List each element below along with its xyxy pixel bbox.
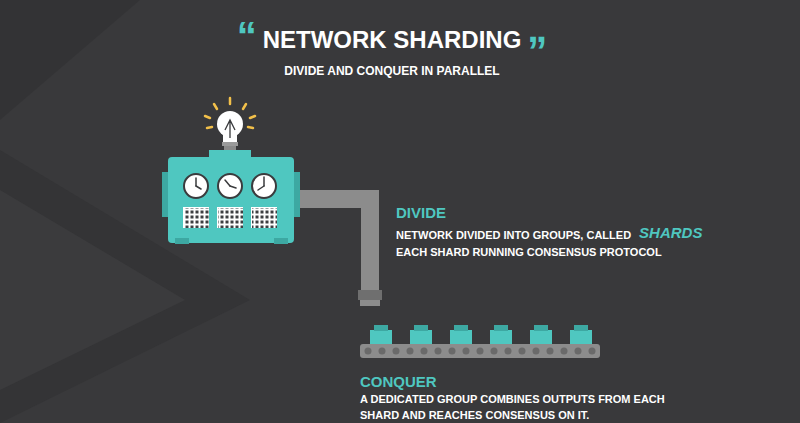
background-chevron bbox=[0, 190, 185, 390]
light-bulb bbox=[205, 98, 255, 158]
subtitle: DIVIDE AND CONQUER IN PARALLEL bbox=[284, 64, 499, 78]
quote-mark: “ bbox=[237, 14, 257, 59]
section-text: A DEDICATED GROUP COMBINES OUTPUTS FROM … bbox=[360, 391, 680, 423]
title: NETWORK SHARDING bbox=[263, 26, 522, 54]
quote-mark: „ bbox=[527, 6, 547, 51]
section-heading: CONQUER bbox=[360, 373, 437, 390]
sharding-machine bbox=[162, 157, 300, 244]
conveyor bbox=[360, 325, 600, 358]
background-chevron bbox=[0, 0, 140, 120]
pipe bbox=[300, 199, 382, 306]
section-heading: DIVIDE bbox=[396, 204, 446, 221]
section-text: EACH SHARD RUNNING CONSENSUS PROTOCOL bbox=[396, 246, 662, 258]
section-text: NETWORK DIVIDED INTO GROUPS, CALLED bbox=[396, 229, 631, 241]
highlight-word: SHARDS bbox=[639, 224, 702, 241]
